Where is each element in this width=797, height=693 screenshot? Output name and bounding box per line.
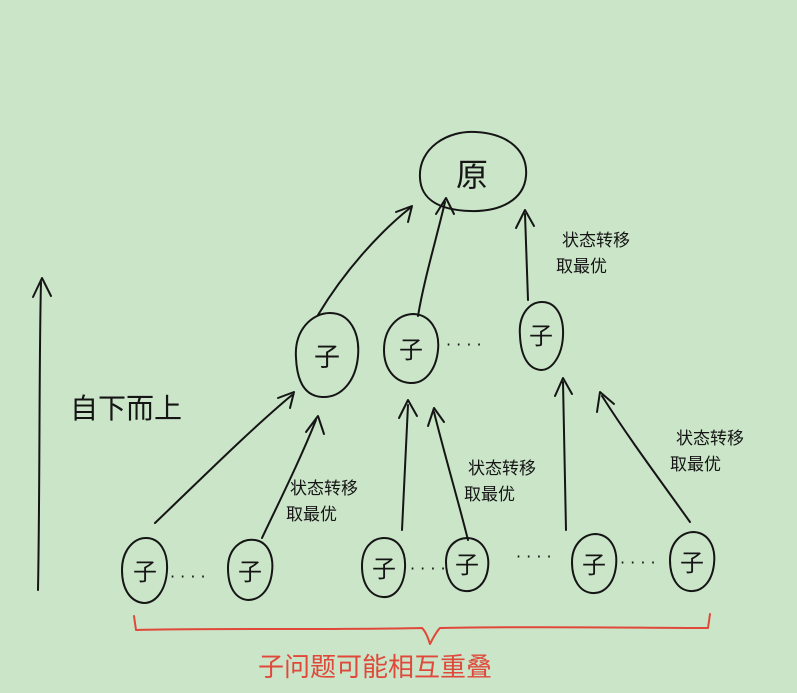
bottom-node-2-label: 子 [238,558,262,586]
bottom-node-6: 子 [669,531,716,593]
middle-node-1: 子 [294,312,360,399]
bottom-node-4: 子 [445,537,490,593]
transition-label-left-line2: 取最优 [286,505,337,525]
middle-node-2-label: 子 [399,336,423,364]
overlap-note: 子问题可能相互重叠 [258,653,492,683]
bottom-node-3-label: 子 [372,555,396,583]
bottom-ellipsis-1: · · · · [170,567,206,586]
bottom-node-1-label: 子 [133,558,157,586]
bottom-up-label: 自下而上 [70,392,182,425]
middle-node-1-label: 子 [314,343,340,373]
bottom-ellipsis-3: · · · · [516,547,552,566]
transition-label-top-line2: 取最优 [556,257,607,277]
bottom-ellipsis-4: · · · · [620,553,656,572]
bottom-node-2: 子 [227,538,274,601]
transition-label-right-line2: 取最优 [670,455,721,475]
root-node: 原 [418,130,528,213]
bottom-node-6-label: 子 [680,549,704,577]
bottom-node-5-label: 子 [582,551,606,579]
bottom-node-3: 子 [361,537,407,599]
transition-label-top-line1: 状态转移 [562,231,630,251]
middle-node-3: 子 [518,301,565,371]
bottom-node-5: 子 [571,533,618,595]
transition-label-center-line1: 状态转移 [468,459,536,479]
middle-node-2: 子 [383,313,440,385]
arrows-middle-to-root [317,197,535,317]
root-node-label: 原 [456,156,488,194]
bottom-node-4-label: 子 [455,551,479,579]
middle-ellipsis: · · · · [446,335,482,354]
transition-label-right-line1: 状态转移 [676,429,744,449]
transition-label-center-line2: 取最优 [464,485,515,505]
bottom-up-arrow [32,277,52,591]
middle-node-3-label: 子 [529,322,553,350]
bottom-node-1: 子 [121,537,169,604]
arrows-bottom-to-middle [154,377,691,541]
bottom-ellipsis-2: · · · · [410,559,446,578]
overlap-bracket [133,613,711,645]
transition-label-left-line1: 状态转移 [290,479,358,499]
